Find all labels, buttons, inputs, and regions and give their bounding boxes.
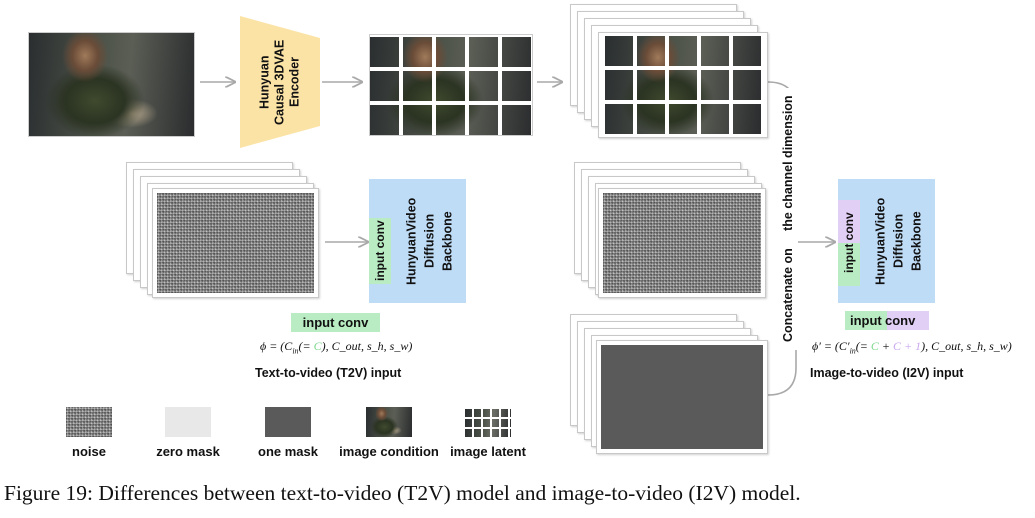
legend-noise-label: noise: [72, 444, 106, 459]
input-image: [28, 32, 195, 137]
encoder-label-text: Hunyuan Causal 3DVAE Encoder: [257, 39, 302, 125]
t2v-input-conv: input conv: [369, 218, 391, 284]
legend-noise-swatch: [66, 407, 112, 437]
i2v-input-conv: input conv: [838, 200, 860, 286]
i2v-noise-frame: [603, 193, 761, 293]
legend-one-mask-label: one mask: [258, 444, 318, 459]
legend-zero-mask-label: zero mask: [156, 444, 220, 459]
legend-image-condition-label: image condition: [339, 444, 439, 459]
t2v-noise-frame: [157, 193, 314, 293]
t2v-caption: Text-to-video (T2V) input: [255, 366, 402, 380]
i2v-one-mask-frame: [601, 345, 763, 449]
encoder-label: Hunyuan Causal 3DVAE Encoder: [240, 16, 320, 148]
i2v-latent-frame: [605, 36, 761, 134]
i2v-formula: ϕ′ = (C′in(= C + C + 1), C_out, s_h, s_w…: [812, 339, 1012, 356]
i2v-backbone-label: HunyuanVideo Diffusion Backbone: [873, 197, 924, 285]
figure-caption: Figure 19: Differences between text-to-v…: [4, 481, 801, 505]
legend-image-latent-label: image latent: [450, 444, 526, 459]
legend-image-latent-swatch: [465, 407, 511, 437]
t2v-formula: ϕ = (Cin(= C), C_out, s_h, s_w): [260, 339, 413, 356]
image-latent: [369, 34, 533, 136]
t2v-backbone-label: HunyuanVideo Diffusion Backbone: [404, 197, 455, 285]
i2v-input-conv-tag: input conv: [845, 311, 929, 330]
legend-one-mask-swatch: [265, 407, 311, 437]
concat-label: Concatenate on the channel dimension: [778, 88, 798, 350]
legend-image-condition-swatch: [366, 407, 412, 437]
i2v-caption: Image-to-video (I2V) input: [810, 366, 964, 380]
encoder-shape: [240, 16, 320, 148]
t2v-input-conv-tag: input conv: [291, 313, 380, 332]
legend-zero-mask-swatch: [165, 407, 211, 437]
